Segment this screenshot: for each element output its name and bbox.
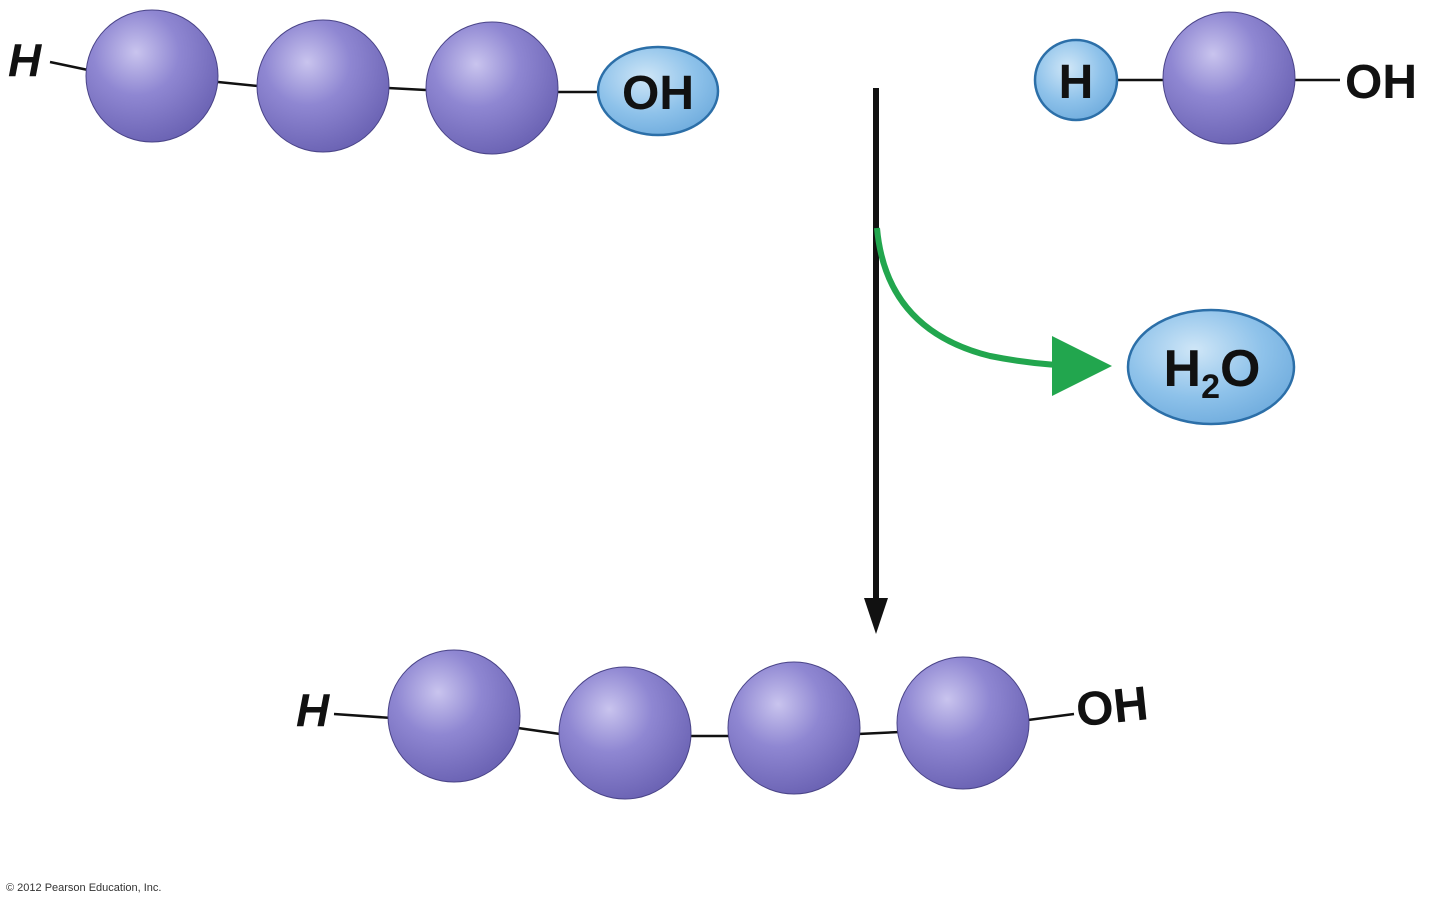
- monomer: [727, 661, 861, 795]
- bond: [217, 80, 259, 88]
- bond: [333, 712, 393, 720]
- hydrogen-group: [1033, 38, 1119, 122]
- monomer: [425, 21, 559, 155]
- bond: [387, 86, 427, 92]
- bond: [857, 730, 901, 736]
- monomer: [1162, 11, 1296, 145]
- water-ellipse: [1126, 308, 1296, 426]
- bond: [517, 726, 561, 736]
- monomer-top: H OH: [1033, 11, 1417, 145]
- bond: [1027, 712, 1075, 722]
- water-label: H2O: [1164, 340, 1261, 406]
- h-end-label: H: [296, 684, 330, 736]
- down-arrow-head: [864, 598, 888, 634]
- water-o: O: [1220, 340, 1260, 398]
- reaction-arrow: [864, 88, 888, 634]
- monomer: [256, 19, 390, 153]
- oh-end-label: OH: [622, 67, 694, 120]
- hydroxyl-group: [596, 45, 720, 137]
- oh-end-label: OH: [1345, 56, 1417, 109]
- monomer: [85, 9, 219, 143]
- water-subscript: 2: [1201, 368, 1220, 406]
- h-end-label: H: [8, 34, 42, 86]
- curved-green-arrow-icon: [874, 227, 1112, 396]
- bond: [49, 60, 89, 72]
- copyright-text: © 2012 Pearson Education, Inc.: [6, 882, 161, 894]
- monomer: [558, 666, 692, 800]
- polymer-top: H OH: [8, 9, 720, 155]
- polymer-bottom: H OH: [296, 649, 1151, 800]
- monomer: [387, 649, 521, 783]
- monomer: [896, 656, 1030, 790]
- oh-end-label: OH: [1074, 677, 1151, 737]
- water-h: H: [1164, 340, 1202, 398]
- h-end-label: H: [1059, 56, 1094, 109]
- water-molecule: H2O: [1126, 308, 1296, 426]
